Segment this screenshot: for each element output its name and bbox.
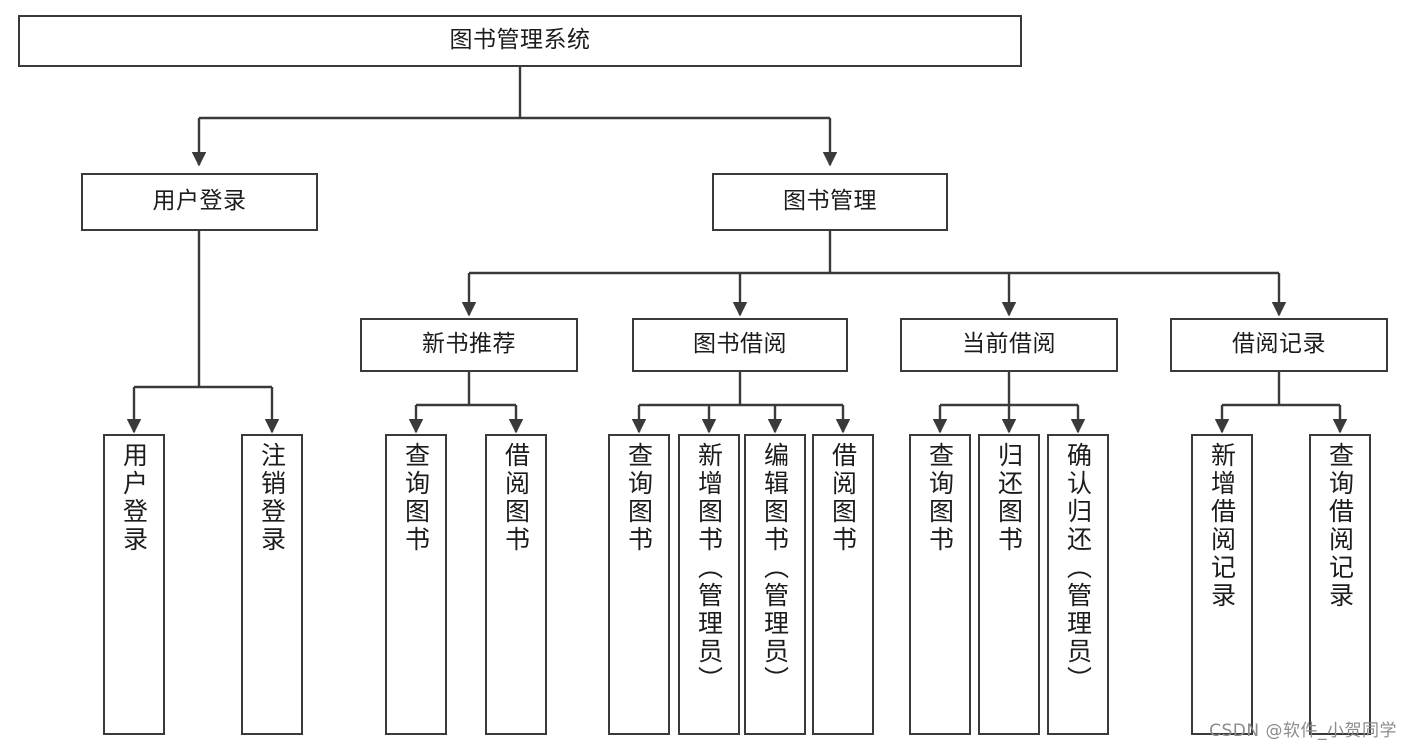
node-leaf-query-book-3-label: 查询图书: [925, 442, 955, 554]
node-leaf-borrow-book-1[interactable]: 借阅图书: [485, 434, 547, 735]
node-leaf-borrow-book-2[interactable]: 借阅图书: [812, 434, 874, 735]
node-leaf-query-book-1-label: 查询图书: [401, 442, 431, 554]
node-leaf-edit-book-label: 编辑图书（管理员）: [760, 442, 790, 694]
node-leaf-add-record[interactable]: 新增借阅记录: [1191, 434, 1253, 735]
node-book-borrow-label: 图书借阅: [693, 331, 787, 358]
node-leaf-borrow-book-2-label: 借阅图书: [828, 442, 858, 554]
node-leaf-query-book-2[interactable]: 查询图书: [608, 434, 670, 735]
node-root-label: 图书管理系统: [449, 27, 591, 54]
node-leaf-confirm-return-label: 确认归还（管理员）: [1063, 442, 1093, 694]
node-new-book-recommend[interactable]: 新书推荐: [360, 318, 578, 372]
node-leaf-query-book-1[interactable]: 查询图书: [385, 434, 447, 735]
node-leaf-add-book[interactable]: 新增图书（管理员）: [678, 434, 740, 735]
node-leaf-query-record-label: 查询借阅记录: [1325, 442, 1355, 610]
node-leaf-logout-login-label: 注销登录: [257, 442, 287, 554]
node-leaf-confirm-return[interactable]: 确认归还（管理员）: [1047, 434, 1109, 735]
node-leaf-query-book-2-label: 查询图书: [624, 442, 654, 554]
node-book-borrow[interactable]: 图书借阅: [632, 318, 848, 372]
node-leaf-return-book-label: 归还图书: [994, 442, 1024, 554]
node-leaf-user-login[interactable]: 用户登录: [103, 434, 165, 735]
node-leaf-borrow-book-1-label: 借阅图书: [501, 442, 531, 554]
node-book-manage-label: 图书管理: [783, 188, 877, 215]
node-user-login-label: 用户登录: [152, 188, 247, 215]
node-root[interactable]: 图书管理系统: [18, 15, 1022, 67]
node-leaf-user-login-label: 用户登录: [119, 442, 149, 554]
csdn-watermark: CSDN @软件_小贺同学: [1209, 721, 1397, 741]
node-leaf-add-book-label: 新增图书（管理员）: [694, 442, 724, 694]
node-leaf-return-book[interactable]: 归还图书: [978, 434, 1040, 735]
node-leaf-logout-login[interactable]: 注销登录: [241, 434, 303, 735]
node-book-manage[interactable]: 图书管理: [712, 173, 948, 231]
node-leaf-edit-book[interactable]: 编辑图书（管理员）: [744, 434, 806, 735]
node-current-borrow[interactable]: 当前借阅: [900, 318, 1118, 372]
node-current-borrow-label: 当前借阅: [962, 331, 1056, 358]
node-leaf-add-record-label: 新增借阅记录: [1207, 442, 1237, 610]
node-borrow-record-label: 借阅记录: [1232, 331, 1326, 358]
node-user-login[interactable]: 用户登录: [81, 173, 318, 231]
node-leaf-query-book-3[interactable]: 查询图书: [909, 434, 971, 735]
node-new-book-recommend-label: 新书推荐: [422, 331, 516, 358]
node-leaf-query-record[interactable]: 查询借阅记录: [1309, 434, 1371, 735]
node-borrow-record[interactable]: 借阅记录: [1170, 318, 1388, 372]
